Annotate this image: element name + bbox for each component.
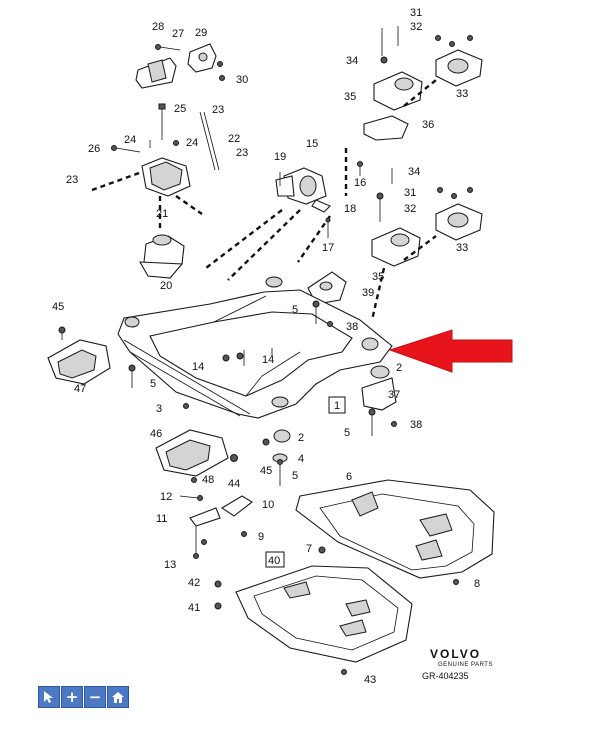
callout-5d: 5 xyxy=(292,470,298,482)
right-mount-lower xyxy=(370,168,483,321)
underbody-shield-rear xyxy=(295,479,495,585)
callout-11: 11 xyxy=(156,513,167,525)
right-mount-upper xyxy=(363,26,483,141)
home-icon[interactable] xyxy=(107,686,129,708)
callout-35: 35 xyxy=(344,91,356,103)
callout-45: 45 xyxy=(52,301,64,313)
callout-33b: 33 xyxy=(456,242,468,254)
callout-labels: 28 27 29 30 25 23 24 24 22 26 23 23 21 2… xyxy=(52,7,480,686)
callout-46: 46 xyxy=(150,428,162,440)
callout-43: 43 xyxy=(364,674,376,686)
callout-32b: 32 xyxy=(404,203,416,215)
engine-mount-upper xyxy=(135,43,225,89)
callout-3: 3 xyxy=(156,403,162,415)
callout-8: 8 xyxy=(474,578,480,590)
lower-bushings xyxy=(128,300,333,486)
callout-10: 10 xyxy=(262,499,274,511)
callout-32: 32 xyxy=(410,21,422,33)
callout-38: 38 xyxy=(346,321,358,333)
engine-mount-bracket xyxy=(91,157,203,228)
callout-27: 27 xyxy=(172,28,184,40)
callout-47: 47 xyxy=(74,383,86,395)
callout-9: 9 xyxy=(258,531,264,543)
callout-2b: 2 xyxy=(298,432,304,444)
callout-4: 4 xyxy=(298,453,304,465)
callout-14: 14 xyxy=(192,361,204,373)
callout-16: 16 xyxy=(354,177,366,189)
callout-34: 34 xyxy=(346,55,358,67)
callout-6: 6 xyxy=(346,471,352,483)
zoom-out-icon[interactable]: − xyxy=(84,686,106,708)
right-bracket xyxy=(361,365,397,436)
callout-20: 20 xyxy=(160,280,172,292)
callout-48: 48 xyxy=(202,474,214,486)
callout-14b: 14 xyxy=(262,354,274,366)
callout-13: 13 xyxy=(164,559,176,571)
highlight-arrow xyxy=(388,329,513,373)
underbody-shield-front xyxy=(214,565,413,675)
callout-40: 40 xyxy=(268,555,280,567)
callout-39: 39 xyxy=(362,287,374,299)
callout-34b: 34 xyxy=(408,166,420,178)
callout-23: 23 xyxy=(212,104,224,116)
callout-17: 17 xyxy=(322,242,334,254)
callout-5c: 5 xyxy=(344,427,350,439)
callout-24: 24 xyxy=(124,134,136,146)
torque-rod-mount xyxy=(205,148,363,305)
callout-42: 42 xyxy=(188,577,200,589)
callout-23c: 23 xyxy=(66,174,78,186)
callout-29: 29 xyxy=(195,27,207,39)
diagram-toolbar: + − xyxy=(38,686,129,708)
callout-45b: 45 xyxy=(260,465,272,477)
callout-21: 21 xyxy=(156,208,168,220)
callout-18: 18 xyxy=(344,203,356,215)
engine-mount-bolts xyxy=(111,103,220,171)
callout-22: 22 xyxy=(228,133,240,145)
link-assembly xyxy=(179,495,253,559)
callout-23b: 23 xyxy=(236,147,248,159)
callout-35b: 35 xyxy=(372,271,384,283)
callout-24b: 24 xyxy=(186,137,198,149)
callout-25: 25 xyxy=(174,103,186,115)
callout-5b: 5 xyxy=(150,378,156,390)
volvo-logo: VOLVO xyxy=(430,647,481,661)
callout-12: 12 xyxy=(160,491,172,503)
callout-37: 37 xyxy=(388,389,400,401)
engine-mount-lower xyxy=(139,234,185,279)
callout-26: 26 xyxy=(88,143,100,155)
diagram-reference: GR-404235 xyxy=(422,671,469,681)
callout-1: 1 xyxy=(334,400,340,412)
brand-tagline: GENUINE PARTS xyxy=(438,662,493,668)
subframe xyxy=(117,276,393,419)
callout-5: 5 xyxy=(292,304,298,316)
left-bracket-lower xyxy=(155,429,238,483)
callout-15: 15 xyxy=(306,138,318,150)
callout-44: 44 xyxy=(228,478,240,490)
callout-19: 19 xyxy=(274,151,286,163)
callout-31: 31 xyxy=(410,7,422,19)
brand-block: VOLVO GENUINE PARTS GR-404235 xyxy=(422,647,493,681)
callout-30: 30 xyxy=(236,74,248,86)
callout-28: 28 xyxy=(152,21,164,33)
callout-2: 2 xyxy=(396,362,402,374)
callout-41: 41 xyxy=(188,602,200,614)
zoom-in-icon[interactable]: + xyxy=(61,686,83,708)
callout-36: 36 xyxy=(422,119,434,131)
callout-33: 33 xyxy=(456,88,468,100)
callout-7: 7 xyxy=(306,543,312,555)
pointer-icon[interactable] xyxy=(38,686,60,708)
callout-38b: 38 xyxy=(410,419,422,431)
callout-31b: 31 xyxy=(404,187,416,199)
left-bracket-upper xyxy=(47,326,111,385)
